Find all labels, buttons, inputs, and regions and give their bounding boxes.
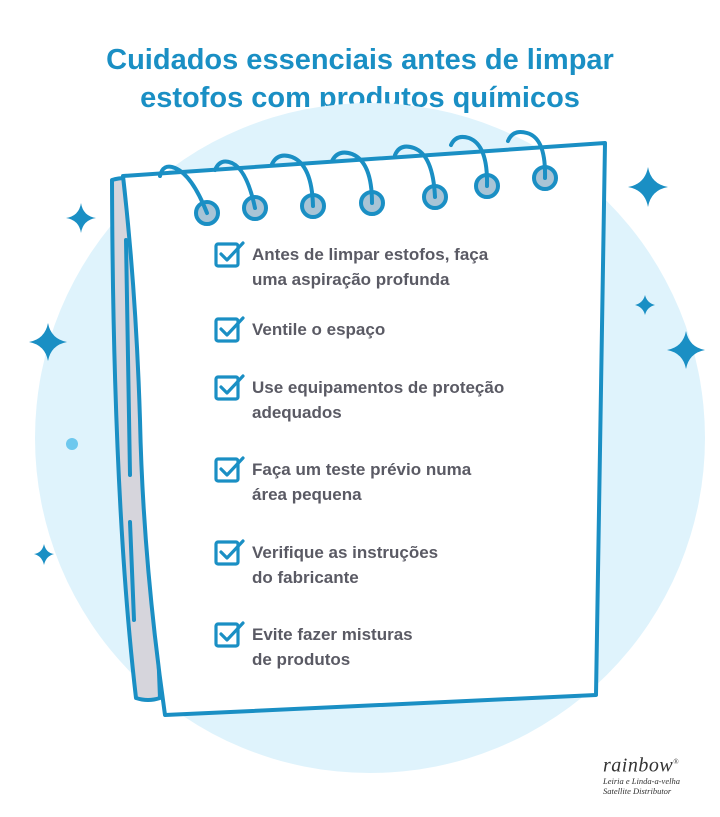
checklist-item: Faça um teste prévio numa área pequena <box>213 456 471 507</box>
checklist-item-text: Antes de limpar estofos, faça uma aspira… <box>252 242 488 292</box>
checklist-item-line: adequados <box>252 403 342 422</box>
checkbox-checked-icon <box>214 456 245 483</box>
checklist-item: Ventile o espaço <box>213 316 385 347</box>
checklist-item-line: Use equipamentos de proteção <box>252 378 505 397</box>
spiral-rings <box>158 130 558 226</box>
checkbox-checked-icon <box>214 621 245 648</box>
notebook-page <box>121 141 607 717</box>
checklist-item: Use equipamentos de proteção adequados <box>213 374 504 425</box>
checklist-item-line: de produtos <box>252 650 351 669</box>
sparkle-icon <box>29 323 67 361</box>
spiral-ring <box>393 144 448 210</box>
spine-line <box>124 238 132 477</box>
checklist-item-line: do fabricante <box>252 568 359 587</box>
checklist-item: Antes de limpar estofos, faça uma aspira… <box>213 241 488 292</box>
checkbox-checked-icon <box>214 374 245 401</box>
checklist-item-text: Evite fazer misturas de produtos <box>252 622 413 672</box>
spiral-ring <box>213 159 268 221</box>
checklist-item-line: Faça um teste prévio numa <box>252 460 472 479</box>
checklist-item: Verifique as instruções do fabricante <box>213 539 438 590</box>
checklist-item-text: Faça um teste prévio numa área pequena <box>252 457 471 507</box>
spiral-ring <box>330 150 385 216</box>
checklist-item-text: Verifique as instruções do fabricante <box>252 540 438 590</box>
dot-decoration <box>66 438 78 450</box>
spiral-ring <box>158 164 220 226</box>
sparkle-icon <box>66 203 96 233</box>
checklist-item-text: Ventile o espaço <box>252 317 385 342</box>
brand-name-text: rainbow <box>603 754 674 777</box>
spiral-ring <box>449 134 500 199</box>
checklist-item-line: área pequena <box>252 485 362 504</box>
brand-name: rainbow® <box>603 752 713 776</box>
checkbox-checked-icon <box>214 316 245 343</box>
brand-trademark: ® <box>673 758 680 766</box>
checklist-item-line: uma aspiração profunda <box>252 270 450 289</box>
checklist-item-line: Evite fazer misturas <box>252 625 413 644</box>
checklist-item-line: Verifique as instruções <box>252 543 439 562</box>
sparkle-icon <box>628 167 668 207</box>
brand-logo: rainbow® Leiria e Linda-a-velha Satellit… <box>603 752 713 796</box>
title-line-1: Cuidados essenciais antes de limpar <box>106 44 614 77</box>
sparkles <box>29 167 705 565</box>
sparkle-icon <box>635 295 655 315</box>
sparkle-icon <box>34 544 54 565</box>
spine-line <box>128 520 136 622</box>
checkbox-checked-icon <box>214 539 245 566</box>
brand-tagline-2: Satellite Distributor <box>603 785 672 796</box>
spiral-ring <box>270 153 326 219</box>
checkbox-checked-icon <box>214 241 245 268</box>
checklist-item: Evite fazer misturas de produtos <box>213 621 413 672</box>
checklist-item-line: Antes de limpar estofos, faça <box>252 245 489 264</box>
checklist-item-line: Ventile o espaço <box>252 320 386 339</box>
checklist-item-text: Use equipamentos de proteção adequados <box>252 375 504 425</box>
sparkle-icon <box>667 331 705 369</box>
page-title: Cuidados essenciais antes de limpar esto… <box>0 41 720 117</box>
brand-tagline-1: Leiria e Linda-a-velha <box>603 775 680 786</box>
spiral-ring <box>506 130 558 191</box>
